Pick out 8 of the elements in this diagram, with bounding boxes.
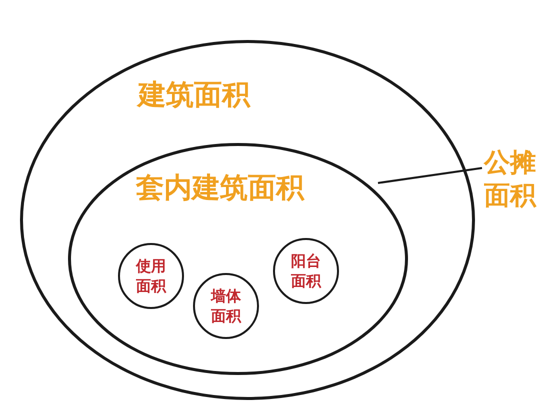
- area-label: 使用面积: [134, 256, 168, 296]
- area-label: 建筑面积: [138, 78, 250, 112]
- area-label: 阳台面积: [290, 250, 322, 292]
- area-label: 墙体面积: [210, 286, 242, 326]
- area-label: 公摊面积: [484, 147, 544, 215]
- area-label: 套内建筑面积: [136, 171, 304, 205]
- area-ellipse: [68, 143, 408, 375]
- area-ellipse: [20, 40, 475, 400]
